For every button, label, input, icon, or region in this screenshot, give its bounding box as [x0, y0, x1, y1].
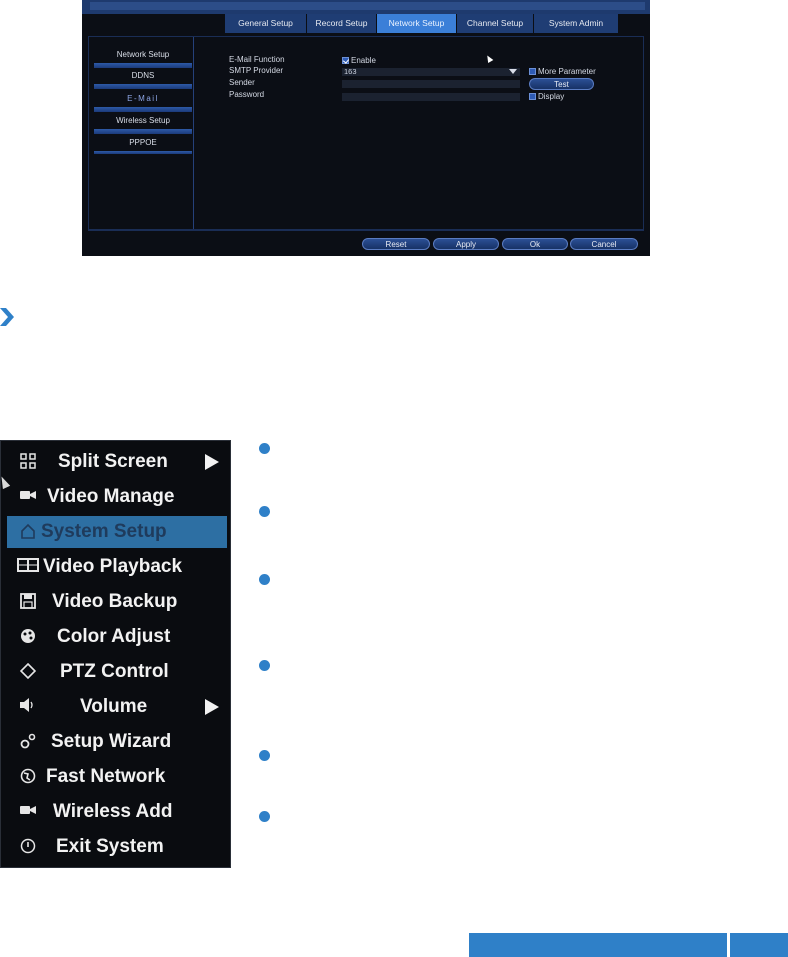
menu-item-label: Exit System	[56, 836, 164, 857]
grid-icon	[19, 453, 37, 471]
cancel-button[interactable]: Cancel	[570, 238, 638, 250]
menu-item-label: Split Screen	[58, 451, 168, 472]
password-input[interactable]	[342, 93, 520, 101]
tab-channel-setup[interactable]: Channel Setup	[457, 14, 534, 33]
tab-network-setup[interactable]: Network Setup	[377, 14, 457, 33]
submenu-arrow-icon	[205, 454, 219, 470]
page-number-box	[730, 933, 788, 957]
sidebar-item-email[interactable]: E-Mail	[127, 94, 159, 103]
tab-record-setup[interactable]: Record Setup	[307, 14, 377, 33]
ok-button[interactable]: Ok	[502, 238, 568, 250]
apply-button[interactable]: Apply	[433, 238, 499, 250]
main-menu-screenshot: Split Screen Video Manage System Setup V…	[0, 440, 231, 868]
more-parameter-checkbox[interactable]	[529, 68, 536, 75]
smtp-provider-label: SMTP Provider	[229, 66, 284, 75]
reset-button[interactable]: Reset	[362, 238, 430, 250]
email-settings-screenshot: General Setup Record Setup Network Setup…	[82, 0, 650, 256]
bullet-marker	[259, 811, 270, 822]
camera-icon	[19, 803, 37, 821]
password-label: Password	[229, 90, 265, 99]
tab-general-setup[interactable]: General Setup	[225, 14, 307, 33]
menu-item-system-setup[interactable]: System Setup	[7, 516, 227, 548]
menu-item-wireless-add[interactable]: Wireless Add	[7, 796, 227, 828]
more-parameter-label: More Parameter	[538, 67, 596, 76]
bullet-marker	[259, 443, 270, 454]
chevron-right-icon	[0, 308, 14, 326]
submenu-arrow-icon	[205, 699, 219, 715]
diamond-icon	[19, 662, 37, 681]
title-strip	[82, 0, 650, 14]
speaker-icon	[19, 698, 37, 716]
smtp-provider-value: 163	[344, 67, 357, 76]
email-function-label: E-Mail Function	[229, 55, 285, 64]
sender-label: Sender	[229, 78, 255, 87]
menu-item-video-backup[interactable]: Video Backup	[7, 586, 227, 618]
playback-icon	[17, 558, 39, 576]
network-sidebar: Network Setup DDNS E-Mail Wireless Setup…	[89, 37, 194, 229]
enable-checkbox[interactable]	[342, 57, 349, 64]
sidebar-item-network-setup[interactable]: Network Setup	[116, 50, 170, 59]
menu-item-video-playback[interactable]: Video Playback	[7, 551, 227, 583]
bullet-marker	[259, 506, 270, 517]
bullet-marker	[259, 750, 270, 761]
camera-icon	[19, 488, 37, 506]
settings-panel	[88, 36, 644, 230]
wizard-icon	[19, 733, 37, 751]
setup-tabs: General Setup Record Setup Network Setup…	[225, 14, 618, 33]
menu-item-ptz-control[interactable]: PTZ Control	[7, 656, 227, 688]
menu-item-label: Video Backup	[52, 591, 178, 612]
smtp-provider-select[interactable]: 163	[342, 68, 520, 76]
menu-item-label: Video Manage	[47, 486, 175, 507]
menu-item-color-adjust[interactable]: Color Adjust	[7, 621, 227, 653]
display-checkbox[interactable]	[529, 93, 536, 100]
power-icon	[19, 838, 37, 856]
menu-item-label: Fast Network	[46, 766, 166, 787]
sidebar-item-pppoe[interactable]: PPPOE	[129, 138, 157, 147]
menu-item-label: Setup Wizard	[51, 731, 172, 752]
test-button[interactable]: Test	[529, 78, 594, 90]
menu-item-video-manage[interactable]: Video Manage	[7, 481, 227, 513]
home-icon	[19, 523, 37, 541]
bullet-marker	[259, 574, 270, 585]
menu-item-label: Volume	[80, 696, 148, 717]
sender-input[interactable]	[342, 80, 520, 88]
globe-icon	[19, 768, 37, 786]
menu-item-label: System Setup	[41, 521, 167, 542]
enable-label: Enable	[351, 56, 376, 65]
menu-item-label: PTZ Control	[60, 661, 169, 682]
menu-item-label: Color Adjust	[57, 626, 171, 647]
menu-item-fast-network[interactable]: Fast Network	[7, 761, 227, 793]
bullet-marker	[259, 660, 270, 671]
menu-item-volume[interactable]: Volume	[7, 691, 227, 723]
chevron-down-icon	[509, 69, 517, 74]
menu-item-setup-wizard[interactable]: Setup Wizard	[7, 726, 227, 758]
display-label: Display	[538, 92, 565, 101]
footer-bar	[469, 933, 727, 957]
menu-item-exit-system[interactable]: Exit System	[7, 831, 227, 863]
floppy-icon	[19, 593, 37, 611]
menu-item-label: Video Playback	[43, 556, 183, 577]
menu-item-label: Wireless Add	[53, 801, 173, 822]
sidebar-item-wireless-setup[interactable]: Wireless Setup	[116, 116, 170, 125]
menu-item-split-screen[interactable]: Split Screen	[7, 446, 227, 478]
palette-icon	[19, 628, 37, 646]
tab-system-admin[interactable]: System Admin	[534, 14, 618, 33]
sidebar-item-ddns[interactable]: DDNS	[131, 71, 155, 80]
